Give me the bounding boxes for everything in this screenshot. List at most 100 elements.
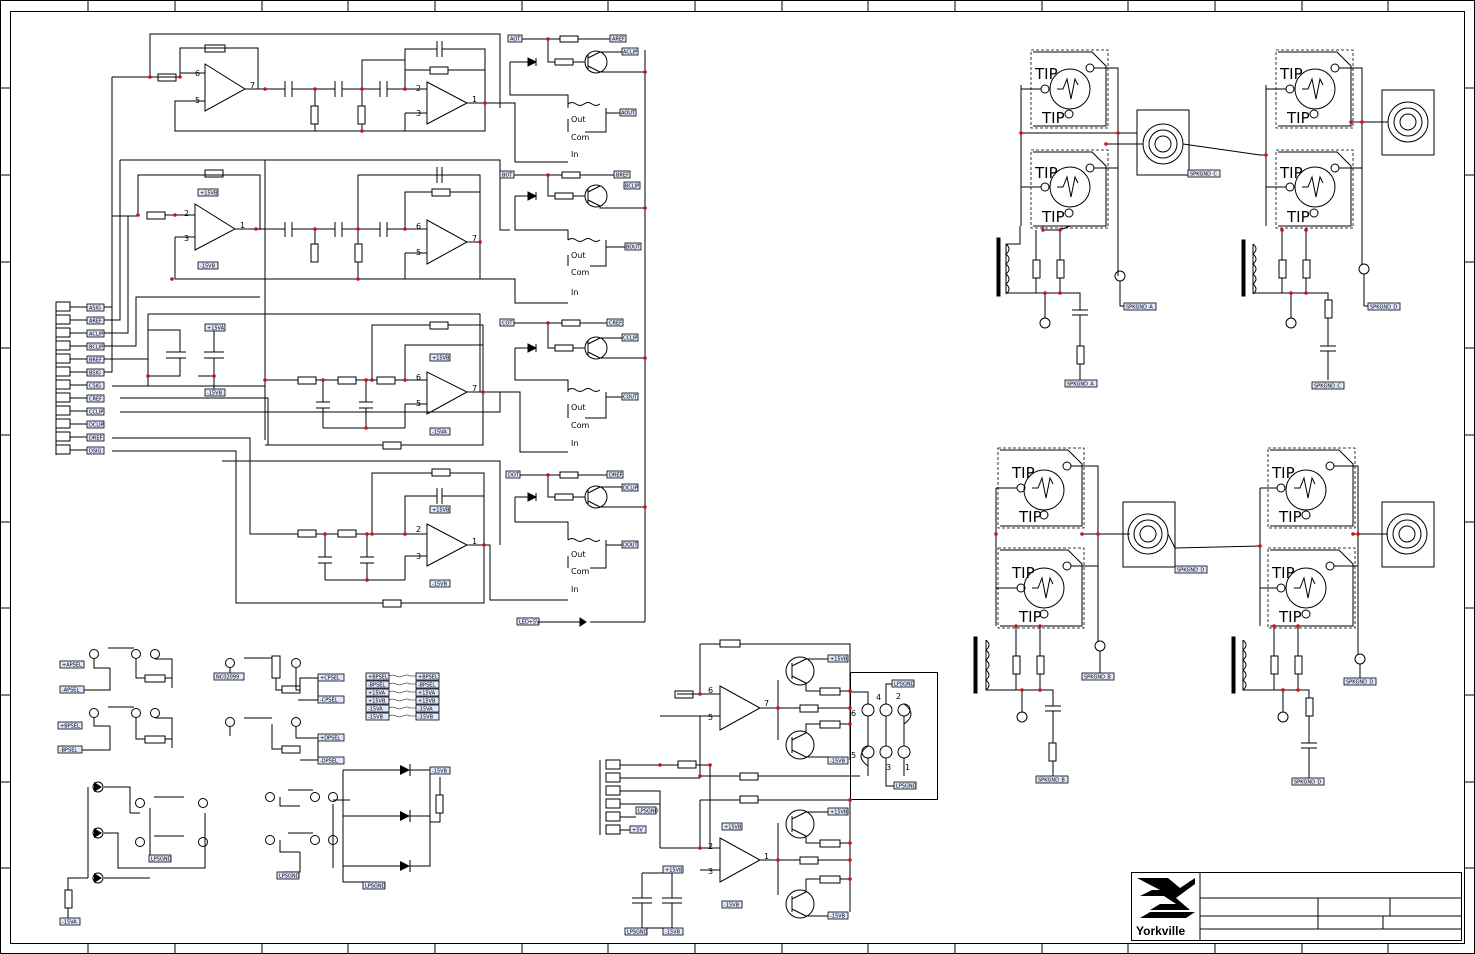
pin-b2-5: 5	[416, 248, 421, 257]
label-bclip-out: BCLIP	[625, 184, 639, 190]
sel-plus-dpsel: +DPSEL	[320, 736, 340, 742]
bus-right-5: -15VB	[418, 715, 434, 721]
led-icons	[94, 764, 411, 883]
bus-label-dsig: DSIG	[89, 449, 101, 455]
bus-label-csig: CSIG	[89, 384, 101, 390]
bus-label-bsig: BSIG	[89, 371, 101, 377]
opto-a-com: Com	[571, 133, 589, 142]
supply-d-neg: -15VB	[432, 582, 448, 588]
tip-a1-top: TIP	[1034, 65, 1058, 83]
opto-c-in: In	[571, 439, 578, 448]
bus-label-bref: BREF	[89, 358, 102, 364]
bypass-caps	[148, 329, 224, 389]
bus-label-dref: DREF	[89, 436, 102, 442]
tip-d1-bot: TIP	[1278, 508, 1302, 526]
opto-b-com: Com	[571, 268, 589, 277]
label-aout: AOUT	[621, 111, 636, 117]
sel-minus-cpsel: -CPSEL	[320, 698, 338, 704]
sel-part-number: NC02099	[216, 675, 239, 681]
opamp-labels: 6 5 7 2 3 1 2 3 1 6 5 7 6 5 7 2 3 1 +15V…	[184, 69, 477, 588]
bus-label-cref: CREF	[89, 397, 102, 403]
tip-b1-top: TIP	[1011, 464, 1035, 482]
pwr-pin-5: 5	[708, 713, 713, 722]
bus-left-3: +15VB	[368, 699, 386, 705]
title-block: Yorkville	[1131, 872, 1462, 941]
opto-a-out: Out	[571, 115, 586, 124]
bus-label-dclip: DCLIP	[89, 423, 104, 429]
pin-a2-1: 1	[472, 95, 477, 104]
tip-d2-top: TIP	[1271, 564, 1295, 582]
channel-a	[112, 33, 501, 132]
label-bot: BOT	[502, 173, 513, 179]
conn-pin-4: 4	[876, 693, 881, 702]
opto-b-out: Out	[571, 251, 586, 260]
spkgnd-d-mid: SPKGND_D	[1177, 568, 1204, 574]
pin-a1-5: 5	[195, 96, 200, 105]
label-dclip-out: DCLIP	[623, 486, 638, 492]
label-bout: BOUT	[626, 245, 641, 251]
tip-c1-top: TIP	[1279, 65, 1303, 83]
spkgnd-d-2: SPKGND_D	[1294, 780, 1321, 786]
pin-a2-3: 3	[416, 109, 421, 118]
bus-left-1: -BPSEL	[368, 683, 385, 689]
opto-d-out: Out	[571, 550, 586, 559]
pin-c-5: 5	[416, 399, 421, 408]
pwr-bypass-pos: +15VB	[665, 868, 683, 874]
lpsgnd-2: LPSGND	[279, 874, 300, 880]
tip-c1-bot: TIP	[1286, 109, 1310, 127]
supply-d-pos: +15VB	[432, 508, 450, 514]
supply-b-pos: +15VB	[200, 191, 218, 197]
label-dref-out: DREF	[609, 473, 622, 479]
pin-b1-3: 3	[184, 234, 189, 243]
pwr-rail-3: +15VB	[830, 810, 848, 816]
junction-dots-speaker	[994, 120, 1364, 692]
spkgnd-labels: SPKGND_A SPKGND_A SPKGND_C SPKGND_D SPKG…	[1035, 169, 1401, 786]
pwr-lpsgnd-1: LPSGND	[627, 930, 648, 936]
label-aclip-out: ACLIP	[623, 50, 637, 56]
power-labels: 6 5 7 2 3 1 6 5 4 2 3 1 +15VB -15VB +15V…	[624, 654, 917, 936]
spkgnd-d-1: SPKGND_D	[1346, 680, 1373, 686]
tip-c2-top: TIP	[1279, 164, 1303, 182]
pin-b1-2: 2	[184, 209, 189, 218]
supply-c-neg: -15VA	[432, 430, 447, 436]
pwr-pin-3: 3	[708, 867, 713, 876]
lpsgnd-1: LPSGND	[151, 857, 172, 863]
label-cot: COT	[502, 321, 513, 327]
pwr-lpsgnd-2: LPSGND	[894, 682, 915, 688]
sel-plus-cpsel: +CPSEL	[320, 676, 340, 682]
pin-c-7: 7	[472, 384, 477, 393]
led-rail-neg: -15VB	[432, 769, 448, 775]
pwr-pin-1: 1	[764, 852, 769, 861]
spkgnd-d-top: SPKGND_D	[1370, 305, 1397, 311]
bus-right-0: +BPSEL	[418, 675, 438, 681]
opto-c-out: Out	[571, 403, 586, 412]
bus-label-aclip: ACLIP	[89, 332, 103, 338]
pin-a1-7: 7	[250, 81, 255, 90]
pwr-rail-4: -15VB	[830, 914, 846, 920]
tip-a2-top: TIP	[1034, 164, 1058, 182]
logo-text: Yorkville	[1136, 924, 1185, 938]
pwr-rail-1: +15VB	[830, 657, 848, 663]
pwr-opamp-neg: -15VB	[724, 903, 740, 909]
channel-d	[112, 437, 501, 608]
spkgnd-b-2: SPKGND_B	[1038, 778, 1065, 784]
bus-label-bclip: BCLIP	[89, 345, 103, 351]
pin-d-1: 1	[472, 537, 477, 546]
tip-b2-bot: TIP	[1018, 608, 1042, 626]
sel-minus-bpsel: -BPSEL	[60, 748, 77, 754]
label-aot: AOT	[510, 37, 521, 43]
opto-a-in: In	[571, 150, 578, 159]
tip-d2-bot: TIP	[1278, 608, 1302, 626]
pin-b1-1: 1	[240, 221, 245, 230]
spkgnd-b-1: SPKGND_B	[1084, 675, 1111, 681]
spkgnd-a-2: SPKGND_A	[1067, 382, 1094, 388]
tip-b2-top: TIP	[1011, 564, 1035, 582]
clip-detectors	[480, 35, 646, 627]
supply-c-pos: +15VB	[432, 356, 450, 362]
tip-c2-bot: TIP	[1286, 208, 1310, 226]
bus-left-0: +BPSEL	[368, 675, 388, 681]
conn-pin-2: 2	[896, 692, 901, 701]
left-bus-labels: ASIG AREF ACLIP BCLIP BREF BSIG CSIG CRE…	[86, 303, 105, 455]
pwr-pin-2: 2	[708, 842, 713, 851]
